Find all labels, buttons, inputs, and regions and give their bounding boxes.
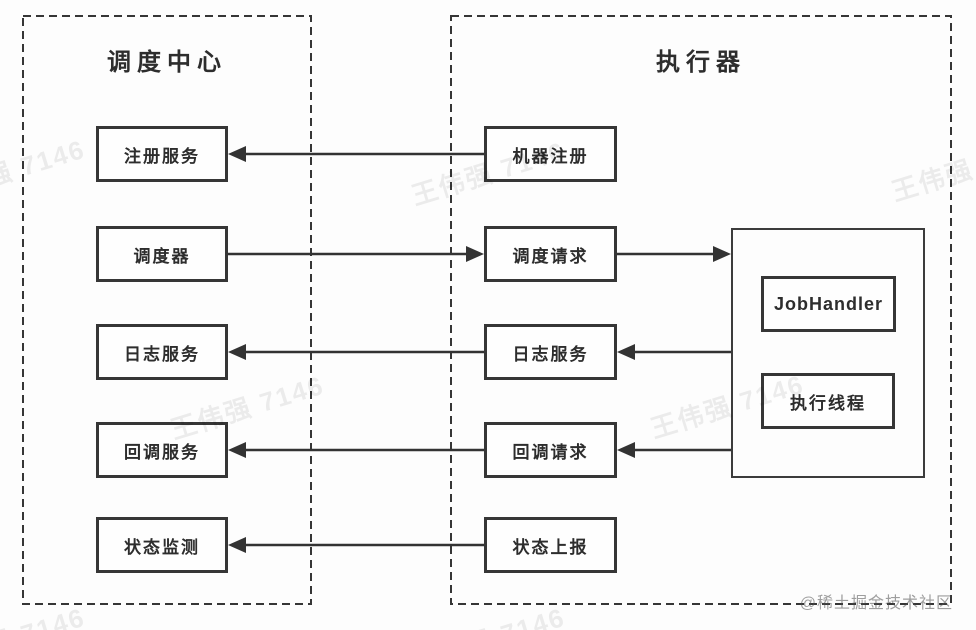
arrowhead-executor-log-to-center-log [228,344,246,360]
arrowhead-runtime-group-to-callback-request [617,442,635,458]
node-status-monitor: 状态监测 [96,517,228,573]
node-exec-thread: 执行线程 [761,373,895,429]
arrowhead-runtime-group-to-executor-log [617,344,635,360]
node-executor-log-service: 日志服务 [484,324,617,380]
arrowhead-scheduler-to-schedule-request [466,246,484,262]
arrowhead-machine-register-to-register-service [228,146,246,162]
executor-boundary [450,15,952,605]
node-job-handler: JobHandler [761,276,896,332]
node-scheduler: 调度器 [96,226,228,282]
arrowhead-status-report-to-status-monitor [228,537,246,553]
node-center-log-service: 日志服务 [96,324,228,380]
node-callback-service: 回调服务 [96,422,228,478]
node-callback-request: 回调请求 [484,422,617,478]
node-register-service: 注册服务 [96,126,228,182]
executor-title: 执行器 [656,49,746,76]
runtime-group-container [731,228,925,478]
scheduling-center-title: 调度中心 [107,49,227,76]
scheduling-center-boundary [22,15,312,605]
node-schedule-request: 调度请求 [484,226,617,282]
arrowhead-schedule-request-to-runtime-group [713,246,731,262]
arrowhead-callback-request-to-callback-service [228,442,246,458]
node-status-report: 状态上报 [484,517,617,573]
node-machine-register: 机器注册 [484,126,617,182]
